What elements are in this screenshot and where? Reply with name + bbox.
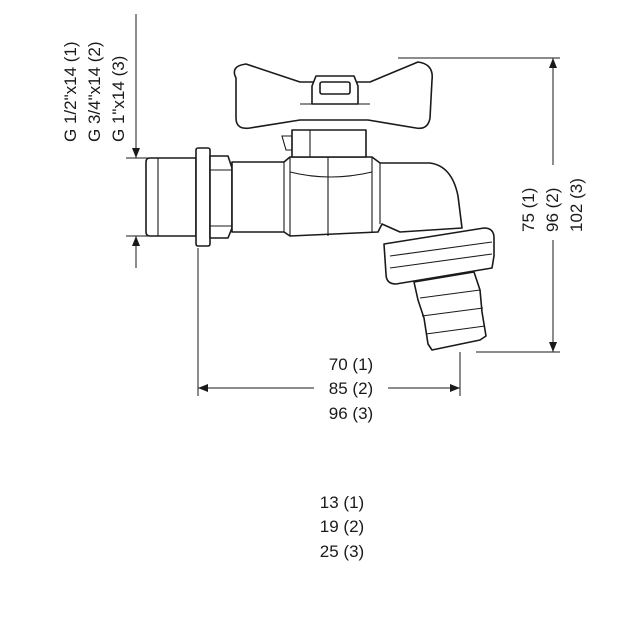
height-dimension xyxy=(398,57,560,353)
length-label-2: 85 (2) xyxy=(329,379,373,398)
valve-drawing xyxy=(145,61,495,351)
thread-label-3: G 1"x14 (3) xyxy=(109,56,128,142)
length-labels: 70 (1) 85 (2) 96 (3) xyxy=(329,355,373,423)
hose-label-2: 19 (2) xyxy=(320,517,364,536)
length-label-3: 96 (3) xyxy=(329,404,373,423)
valve-stem xyxy=(291,129,367,158)
height-label-3: 102 (3) xyxy=(567,178,586,232)
outlet-nut xyxy=(383,227,495,285)
length-label-1: 70 (1) xyxy=(329,355,373,374)
height-label-1: 75 (1) xyxy=(519,188,538,232)
thread-label-2: G 3/4"x14 (2) xyxy=(85,41,104,142)
thread-label-1: G 1/2"x14 (1) xyxy=(61,41,80,142)
height-label-2: 96 (2) xyxy=(543,188,562,232)
hose-label-3: 25 (3) xyxy=(320,542,364,561)
hose-label-1: 13 (1) xyxy=(320,493,364,512)
thread-dimension xyxy=(126,14,150,268)
hose-labels: 13 (1) 19 (2) 25 (3) xyxy=(320,493,364,561)
height-labels: 75 (1) 96 (2) 102 (3) xyxy=(519,178,586,232)
inlet-connector xyxy=(145,157,197,237)
length-dimension xyxy=(197,248,461,396)
hose-barb xyxy=(413,271,487,351)
inlet-nut xyxy=(195,147,211,247)
valve-barrel xyxy=(231,156,463,237)
thread-labels: G 1/2"x14 (1) G 3/4"x14 (2) G 1"x14 (3) xyxy=(61,41,128,142)
